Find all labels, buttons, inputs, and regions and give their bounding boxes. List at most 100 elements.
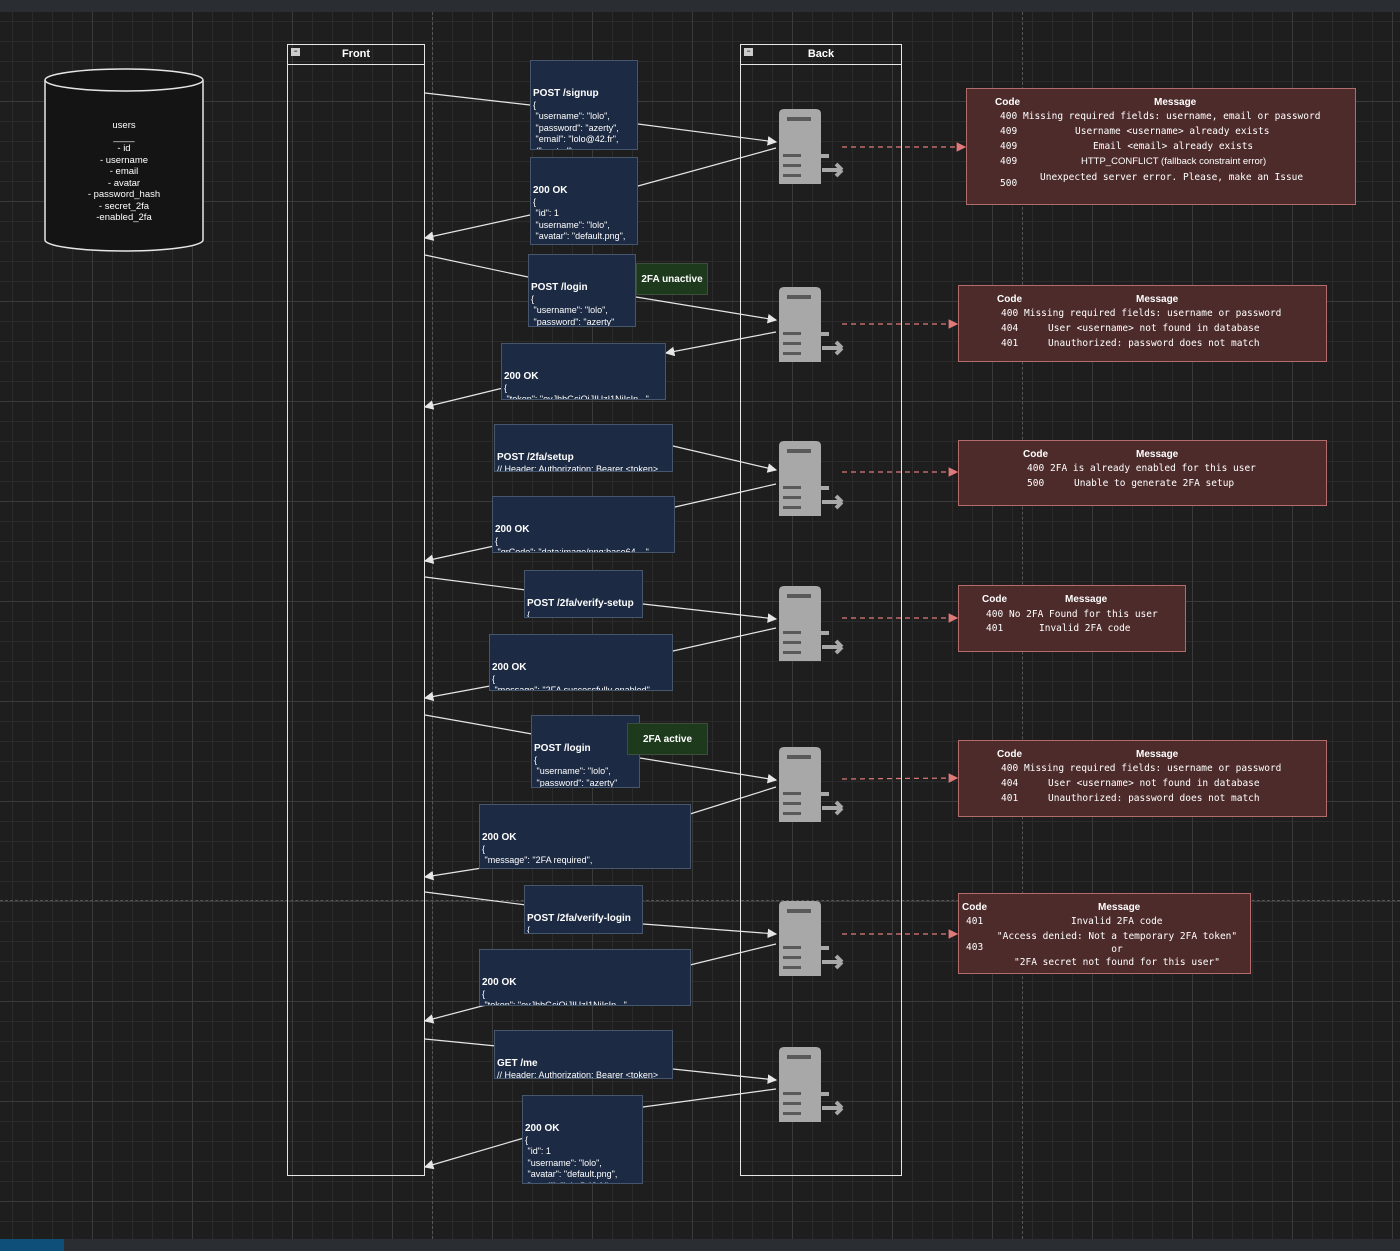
error-message: Invalid 2FA code [1071, 916, 1163, 927]
server-icon[interactable] [776, 108, 844, 186]
error-connector [841, 773, 959, 783]
error-code: 400 [986, 609, 1004, 620]
server-icon[interactable] [776, 900, 844, 978]
login-request-note[interactable]: POST /login{ "username": "lolo", "passwo… [528, 254, 636, 327]
note-title: POST /2fa/setup [497, 452, 574, 463]
login-response-note[interactable]: 200 OK{ "token": "eyJhbGciOiJIUzI1NiIsIn… [501, 343, 666, 400]
message-header: Message [1136, 749, 1179, 760]
note-body: { "code": "123456" } [527, 609, 531, 618]
db-field: - email [109, 166, 139, 177]
message-header: Message [1154, 97, 1197, 108]
error-code: 401 [1001, 338, 1019, 349]
note-title: 200 OK [525, 1123, 560, 1134]
note-body: { "message": "2FA required", "tempToken"… [482, 843, 649, 869]
back-lane[interactable]: − Back [740, 44, 902, 1176]
code-header: Code [995, 97, 1020, 108]
server-icon[interactable] [776, 746, 844, 824]
error-row: 404 User <username> not found in database [959, 323, 1326, 337]
note-body: { "id": 1 "username": "lolo", "avatar": … [533, 196, 626, 245]
page-break-horizontal [0, 900, 1400, 901]
note-title: 200 OK [495, 524, 530, 535]
collapse-icon[interactable]: − [291, 48, 300, 56]
db-field: - id [117, 143, 131, 154]
badge-label: 2FA unactive [641, 274, 703, 285]
verify-setup-request-note[interactable]: POST /2fa/verify-setup{ "code": "123456"… [524, 570, 643, 618]
users-database[interactable] [44, 68, 204, 256]
db-field: - avatar [107, 177, 141, 189]
note-title: 200 OK [482, 977, 517, 988]
error-message: Invalid 2FA code [1039, 623, 1131, 634]
verify-login-request-note[interactable]: POST /2fa/verify-login{ "code": "123456"… [524, 885, 643, 934]
request-arrow [672, 445, 778, 473]
error-message: Missing required fields: username or pas… [1024, 308, 1282, 319]
get-me-request-note[interactable]: GET /me// Header: Authorization: Bearer … [494, 1030, 673, 1079]
error-message: Missing required fields: username, email… [1023, 111, 1321, 122]
error-message: Unauthorized: password does not match [1048, 338, 1260, 349]
2fa-setup-response-note[interactable]: 200 OK{ "qrCode": "data:image/png;base64… [492, 496, 675, 553]
2fa-active-badge: 2FA active [627, 723, 708, 755]
db-field: - password_hash [87, 189, 161, 200]
note-body: { "code": "123456" } [527, 924, 531, 934]
error-message: User <username> not found in database [1048, 323, 1260, 334]
2fa-unactive-badge: 2FA unactive [636, 263, 708, 295]
code-header: Code [962, 902, 987, 913]
error-code: 400 [1027, 463, 1045, 474]
server-icon[interactable] [776, 1046, 844, 1124]
bottom-status-bar [0, 1239, 1400, 1251]
note-body: { "message": "2FA successfully enabled" … [492, 673, 650, 691]
badge-label: 2FA active [642, 734, 693, 745]
message-header: Message [1098, 902, 1141, 913]
collapse-icon[interactable]: − [744, 48, 753, 56]
server-icon[interactable] [776, 286, 844, 364]
signup-request-note[interactable]: POST /signup{ "username": "lolo", "passw… [530, 60, 638, 150]
back-lane-header: − Back [741, 45, 901, 65]
error-message: User <username> not found in database [1048, 778, 1260, 789]
database-separator: ____ [113, 131, 135, 143]
error-code: 400 [1000, 111, 1018, 122]
message-header: Message [1065, 594, 1108, 605]
server-icon[interactable] [776, 585, 844, 663]
server-icon[interactable] [776, 440, 844, 518]
signup-error-table[interactable]: Code Message 400 Missing required fields:… [966, 88, 1356, 205]
note-body: { "token": "eyJhbGciOiJIUzI1NiIsIn..." } [482, 988, 627, 1006]
database-label: users ____ - id - username - email - ava… [44, 120, 204, 224]
response-arrow [664, 331, 777, 357]
verify-setup-response-note[interactable]: 200 OK{ "message": "2FA successfully ena… [489, 634, 673, 691]
2fa-setup-request-note[interactable]: POST /2fa/setup// Header: Authorization:… [494, 424, 673, 472]
page-tab[interactable] [0, 1239, 64, 1251]
error-code: 403 [966, 942, 984, 953]
message-header: Message [1136, 294, 1179, 305]
error-code: 500 [1027, 478, 1045, 489]
database-title: users [112, 120, 136, 131]
note-body: { "id": 1 "username": "lolo", "avatar": … [525, 1134, 618, 1184]
signup-response-note[interactable]: 200 OK{ "id": 1 "username": "lolo", "ava… [530, 157, 638, 245]
note-title: POST /2fa/verify-setup [527, 598, 634, 609]
response-arrow [423, 387, 504, 410]
error-code: 400 [1001, 308, 1019, 319]
error-message: "Access denied: Not a temporary 2FA toke… [996, 931, 1238, 968]
error-code: 404 [1001, 323, 1019, 334]
code-header: Code [1023, 449, 1048, 460]
note-body: { "qrCode": "data:image/png;base64,..." … [495, 535, 649, 553]
verify-login-response-note[interactable]: 200 OK{ "token": "eyJhbGciOiJIUzI1NiIsIn… [479, 949, 691, 1006]
error-code: 409 [1000, 126, 1018, 137]
login-2fa-request-note[interactable]: POST /login{ "username": "lolo", "passwo… [531, 715, 640, 788]
note-title: POST /login [531, 282, 588, 293]
db-field: - secret_2fa [98, 200, 150, 212]
front-lane[interactable]: − Front [287, 44, 425, 1176]
login-2fa-response-note[interactable]: 200 OK{ "message": "2FA required", "temp… [479, 804, 691, 869]
note-body: // Header: Authorization: Bearer <token>… [497, 463, 659, 472]
get-me-response-note[interactable]: 200 OK{ "id": 1 "username": "lolo", "ava… [522, 1095, 643, 1184]
error-message: Email <email> already exists [1093, 141, 1254, 152]
error-message: Unauthorized: password does not match [1048, 793, 1260, 804]
